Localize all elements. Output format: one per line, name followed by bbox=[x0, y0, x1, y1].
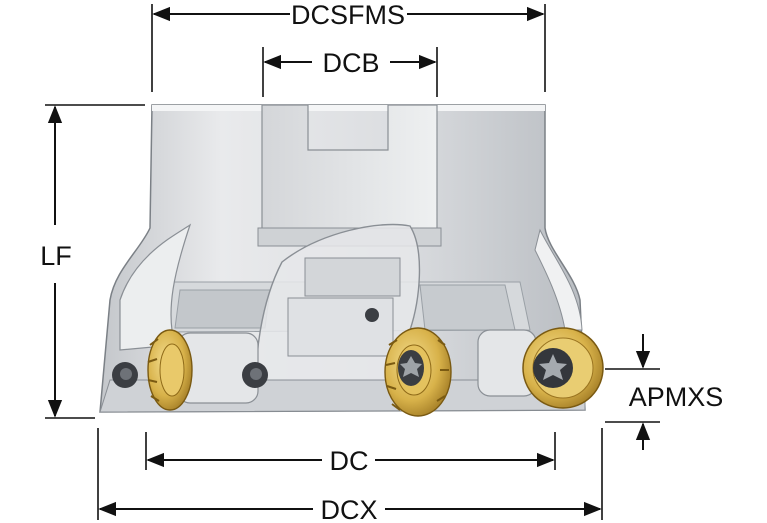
label-dcx: DCX bbox=[320, 495, 377, 523]
label-dcsfms: DCSFMS bbox=[291, 0, 405, 30]
dimension-dcx: DCX bbox=[97, 428, 603, 523]
label-apmxs: APMXS bbox=[629, 382, 724, 412]
label-lf: LF bbox=[40, 241, 72, 271]
label-dc: DC bbox=[330, 446, 369, 476]
insert-screw-right bbox=[533, 348, 573, 388]
dimension-apmxs: APMXS bbox=[605, 334, 723, 450]
label-dcb: DCB bbox=[322, 48, 379, 78]
insert-screw-center bbox=[398, 350, 424, 386]
round-insert-center bbox=[384, 327, 452, 417]
dimension-dcb: DCB bbox=[262, 47, 438, 97]
dimension-lf: LF bbox=[40, 104, 145, 419]
round-insert-left bbox=[147, 329, 193, 411]
dimension-dcsfms: DCSFMS bbox=[151, 0, 546, 92]
round-insert-right bbox=[522, 327, 604, 409]
face-mill-body bbox=[99, 104, 586, 413]
dimension-dc: DC bbox=[145, 432, 556, 476]
